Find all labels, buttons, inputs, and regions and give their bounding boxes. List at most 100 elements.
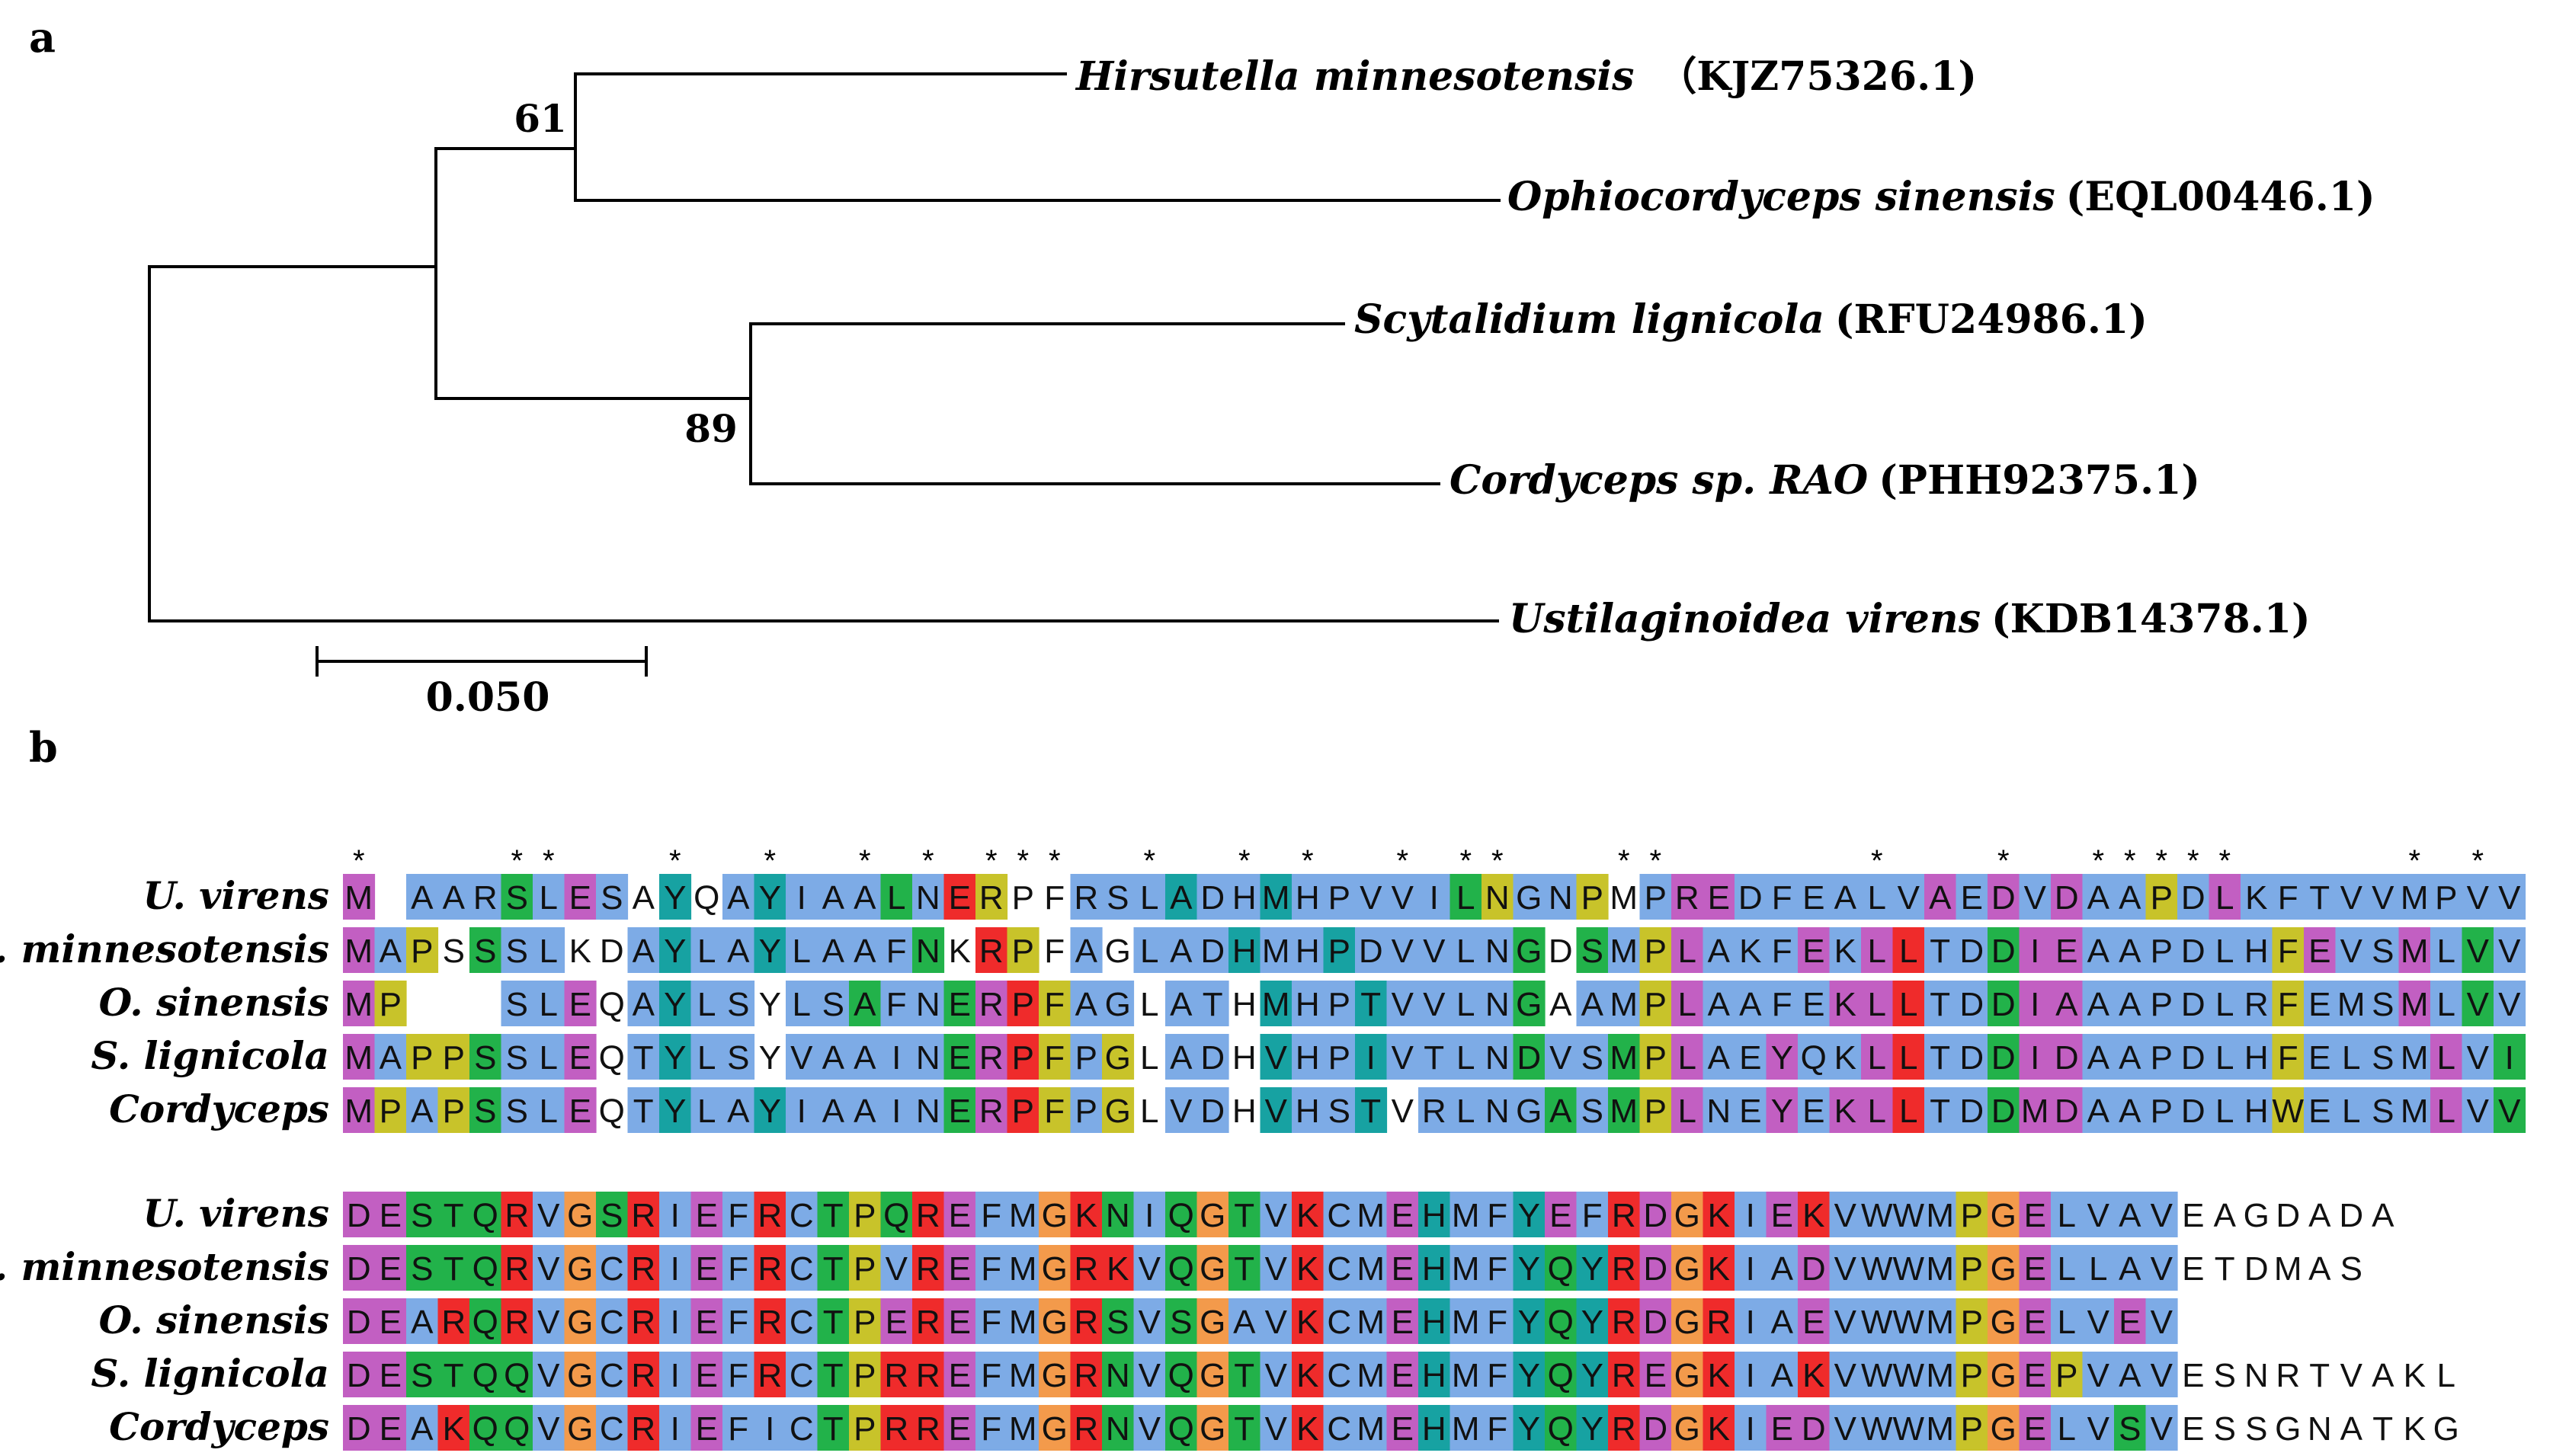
residue: P [443, 1093, 465, 1130]
residue: W [1892, 1410, 1924, 1448]
residue-shade [1988, 1405, 2020, 1451]
residue: G [1516, 986, 1542, 1023]
residue-shade [1671, 874, 1704, 920]
residue: M [344, 1093, 373, 1130]
residue-shade [1039, 1245, 1071, 1291]
residue: L [697, 1039, 716, 1077]
residue: A [854, 1093, 876, 1130]
residue-shade [754, 927, 786, 973]
residue: Q [472, 1304, 498, 1341]
residue: R [1612, 1304, 1636, 1341]
residue: S [1581, 1039, 1603, 1077]
residue: V [1139, 1357, 1161, 1394]
residue: R [1074, 1250, 1098, 1288]
residue: R [2276, 1357, 2300, 1394]
residue: F [1487, 1250, 1507, 1288]
residue: R [1074, 879, 1098, 917]
residue: L [2437, 933, 2455, 970]
residue-shade [1892, 1405, 1925, 1451]
residue: M [1009, 1357, 1037, 1394]
residue-shade [1608, 1192, 1641, 1237]
residue-shade [786, 1087, 818, 1133]
residue-shade [564, 1192, 597, 1237]
residue: L [2058, 1304, 2076, 1341]
taxon-species: Hirsutella minnesotensis [1075, 53, 1634, 100]
residue-shade [533, 1298, 565, 1344]
residue: E [2182, 1250, 2204, 1288]
residue-shade [2272, 1087, 2305, 1133]
residue-shade [2051, 1087, 2084, 1133]
conservation-star: * [2092, 844, 2104, 878]
residue-shade [1513, 1192, 1546, 1237]
residue-shade [1798, 1352, 1831, 1397]
residue-shade [1418, 1034, 1451, 1080]
residue: L [1140, 986, 1158, 1023]
residue-shade [1924, 1352, 1957, 1397]
residue-shade [374, 1405, 407, 1451]
residue-shade [1007, 1352, 1039, 1397]
residue: H [1422, 1410, 1446, 1448]
residue: T [633, 1093, 654, 1130]
residue-shade [1418, 1245, 1451, 1291]
conservation-star: * [1396, 844, 1408, 878]
residue: H [1296, 879, 1320, 917]
residue: D [347, 1357, 371, 1394]
residue: P [1961, 1357, 1983, 1394]
residue: Y [759, 1093, 781, 1130]
residue-shade [437, 1034, 470, 1080]
residue: W [1892, 1304, 1924, 1341]
residue: I [671, 1357, 680, 1394]
residue-shade [596, 1298, 629, 1344]
residue-shade [564, 1352, 597, 1397]
residue: R [979, 986, 1004, 1023]
residue: L [1678, 933, 1696, 970]
residue: C [600, 1304, 624, 1341]
residue: P [1961, 1304, 1983, 1341]
residue-shade [406, 1087, 439, 1133]
residue: G [1516, 1093, 1542, 1130]
conservation-star: * [764, 844, 776, 878]
residue-shade [1386, 981, 1419, 1026]
residue-shade [1735, 1405, 1767, 1451]
residue: V [1265, 1197, 1288, 1234]
residue-shade [912, 981, 945, 1026]
residue: G [2275, 1410, 2301, 1448]
residue: H [1422, 1304, 1446, 1341]
residue-shade [1070, 1087, 1103, 1133]
residue-shade [374, 1352, 407, 1397]
residue: V [1898, 879, 1920, 917]
residue-shade [754, 1245, 786, 1291]
residue-shade [786, 1034, 818, 1080]
residue-shade [1355, 981, 1388, 1026]
residue: S [2245, 1410, 2267, 1448]
residue-shade [1956, 1034, 1988, 1080]
residue: R [505, 1197, 529, 1234]
residue: S [1107, 879, 1129, 917]
residue-shade [501, 981, 533, 1026]
residue-shade [659, 981, 692, 1026]
residue-shade [1671, 1245, 1704, 1291]
residue: E [1392, 1410, 1414, 1448]
residue: Y [1518, 1304, 1540, 1341]
residue-shade [1798, 1034, 1831, 1080]
residue: S [2340, 1250, 2362, 1288]
conservation-star: * [1143, 844, 1155, 878]
residue: L [1678, 1093, 1696, 1130]
residue: G [1674, 1410, 1700, 1448]
residue: C [600, 1357, 624, 1394]
residue: E [380, 1250, 402, 1288]
residue-shade [1449, 1034, 1482, 1080]
residue-shade [1956, 1298, 1988, 1344]
residue: G [1200, 1197, 1225, 1234]
residue: L [793, 933, 811, 970]
residue-shade [1039, 1405, 1071, 1451]
residue: E [2119, 1304, 2141, 1341]
residue: G [567, 1357, 593, 1394]
residue: C [1327, 1250, 1351, 1288]
residue: E [949, 1410, 971, 1448]
residue: E [380, 1304, 402, 1341]
residue-shade [1165, 1298, 1198, 1344]
residue: L [1456, 1093, 1475, 1130]
